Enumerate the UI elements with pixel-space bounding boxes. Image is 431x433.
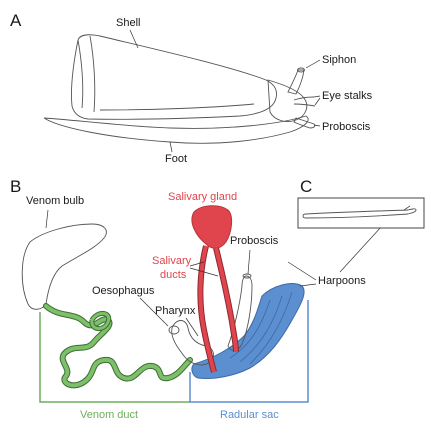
label-pharynx: Pharynx xyxy=(155,305,196,317)
venom-duct xyxy=(44,304,192,388)
label-proboscis-a: Proboscis xyxy=(322,121,371,133)
snail-foot xyxy=(43,115,309,144)
leader-eye-stalks xyxy=(313,95,321,98)
panel-label-a: A xyxy=(10,11,22,30)
proboscis-tip xyxy=(242,273,252,279)
label-venom-duct: Venom duct xyxy=(80,409,138,421)
leader-salivary-ducts xyxy=(189,267,219,277)
snail-shell xyxy=(71,34,277,120)
label-eye-stalks: Eye stalks xyxy=(322,90,373,102)
siphon-tip xyxy=(297,67,305,73)
snail-eye-stalk xyxy=(293,103,316,107)
salivary-gland xyxy=(191,205,233,249)
panel-label-b: B xyxy=(10,177,21,196)
label-foot: Foot xyxy=(165,153,187,165)
leader-foot xyxy=(169,141,173,153)
radular-sac-stria xyxy=(229,299,271,359)
leader-harpoons xyxy=(287,261,317,281)
oesophagus-opening xyxy=(168,325,180,335)
label-harpoons: Harpoons xyxy=(318,275,366,287)
shell-spire-line xyxy=(89,35,96,113)
shell-aperture-line xyxy=(99,103,255,111)
leader-harpoons-inset xyxy=(339,225,383,273)
radular-sac-stria xyxy=(239,295,283,363)
leader-shell xyxy=(129,29,139,49)
leader-venom-bulb xyxy=(45,209,49,229)
label-salivary-ducts-line2: ducts xyxy=(160,269,187,281)
venom-duct-region-bracket xyxy=(39,312,190,403)
salivary-duct xyxy=(198,245,216,373)
harpoon-barb xyxy=(403,205,411,211)
leader-oesophagus xyxy=(139,297,169,327)
leader-harpoons xyxy=(299,283,317,287)
shell-spire-line xyxy=(77,39,84,109)
snail-body xyxy=(43,34,316,144)
snail-proboscis xyxy=(293,117,316,129)
leader-proboscis-b xyxy=(247,249,251,275)
label-shell: Shell xyxy=(116,17,140,29)
harpoon-drawing xyxy=(302,208,417,219)
leader-pharynx xyxy=(185,317,199,337)
snail-eye-stalk xyxy=(293,96,315,101)
panel-label-c: C xyxy=(300,177,312,196)
label-siphon: Siphon xyxy=(322,54,356,66)
label-salivary-gland: Salivary gland xyxy=(168,191,237,203)
radular-sac xyxy=(191,283,305,379)
venom-bulb xyxy=(21,223,107,310)
venom-duct-coil xyxy=(90,312,111,330)
salivary-duct xyxy=(214,247,238,353)
pharynx-body xyxy=(171,320,214,366)
label-proboscis-b: Proboscis xyxy=(230,235,279,247)
radular-sac-stria xyxy=(249,291,293,365)
radular-sac-region-bracket xyxy=(189,300,309,403)
leader-eye-stalks xyxy=(314,97,321,106)
leader-proboscis-a xyxy=(313,124,321,127)
leader-siphon xyxy=(305,59,321,69)
label-radular-sac: Radular sac xyxy=(220,409,279,421)
snail-siphon xyxy=(287,69,305,95)
label-salivary-ducts-line1: Salivary xyxy=(152,255,192,267)
label-oesophagus: Oesophagus xyxy=(92,285,155,297)
label-venom-bulb: Venom bulb xyxy=(26,195,84,207)
leader-salivary-ducts xyxy=(189,261,205,267)
